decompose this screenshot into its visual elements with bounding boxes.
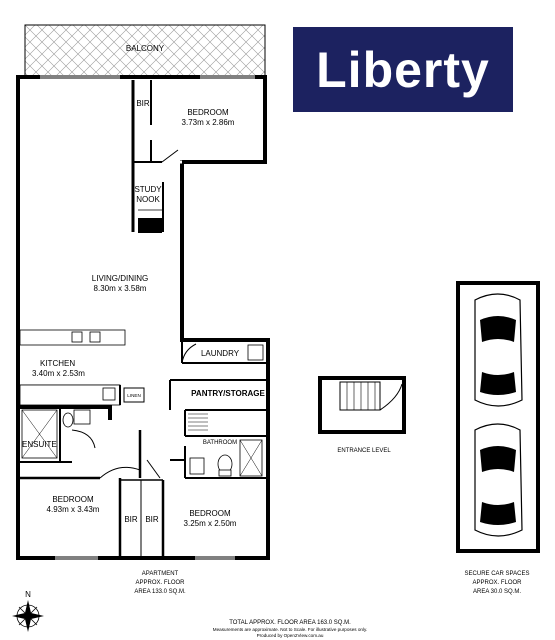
liberty-logo: Liberty [293,27,513,112]
total-area-text: TOTAL APPROX. FLOOR AREA 163.0 SQ.M. [229,620,351,626]
bedroom-right-dims: 3.25m x 2.50m [184,519,237,528]
bedroom-left-dims: 4.93m x 3.43m [47,505,100,514]
study-label-line1: STUDY [134,185,162,194]
car-area-line2: APPROX. FLOOR [472,580,522,586]
living-label: LIVING/DINING [92,274,148,283]
producer-text: Produced by Open2View.com.au [257,633,324,638]
compass-icon [12,600,44,632]
living-dims: 8.30m x 3.58m [94,284,147,293]
balcony: BALCONY [24,24,266,78]
kitchen-fixtures [19,329,145,406]
bathroom-label: BATHROOM [203,440,237,446]
kitchen-dims: 3.40m x 2.53m [32,369,85,378]
liberty-logo-text: Liberty [316,41,490,98]
disclaimer-text: Measurements are approximate. Not to Sca… [213,627,367,632]
entrance-level-label: ENTRANCE LEVEL [337,448,391,454]
bedroom-left-label: BEDROOM [52,495,94,504]
apartment-area-line3: AREA 133.0 SQ.M. [134,589,186,595]
balcony-label: BALCONY [126,44,165,53]
pantry-label: PANTRY/STORAGE [191,389,265,398]
ensuite [18,405,112,463]
bir-left-label: BIR [124,515,138,524]
car-area-line1: SECURE CAR SPACES [465,571,530,577]
bedroom-right-label: BEDROOM [189,509,231,518]
car-spaces [456,281,540,553]
service-core [169,338,268,479]
bedroom-top-dims: 3.73m x 2.86m [182,118,235,127]
bir-right-label: BIR [145,515,159,524]
car-area-line3: AREA 30.0 SQ.M. [473,589,521,595]
linen-label: LINEN [127,393,141,398]
apartment-walls [16,75,270,560]
bedroom-top-label: BEDROOM [187,108,229,117]
study-label-line2: NOOK [136,195,160,204]
car-bottom-icon [474,423,523,537]
bir-top-label: BIR [136,99,150,108]
lower-bedrooms [18,430,165,558]
ensuite-label: ENSUITE [22,440,57,449]
kitchen-label: KITCHEN [40,359,75,368]
entrance-level-plan: ENTRANCE LEVEL [318,376,406,454]
car-top-icon [474,293,523,407]
compass-north-label: N [25,590,31,599]
top-bedroom-partitions [131,80,182,233]
laundry-label: LAUNDRY [201,349,240,358]
apartment-area-line2: APPROX. FLOOR [135,580,185,586]
apartment-area-line1: APARTMENT [142,571,179,577]
